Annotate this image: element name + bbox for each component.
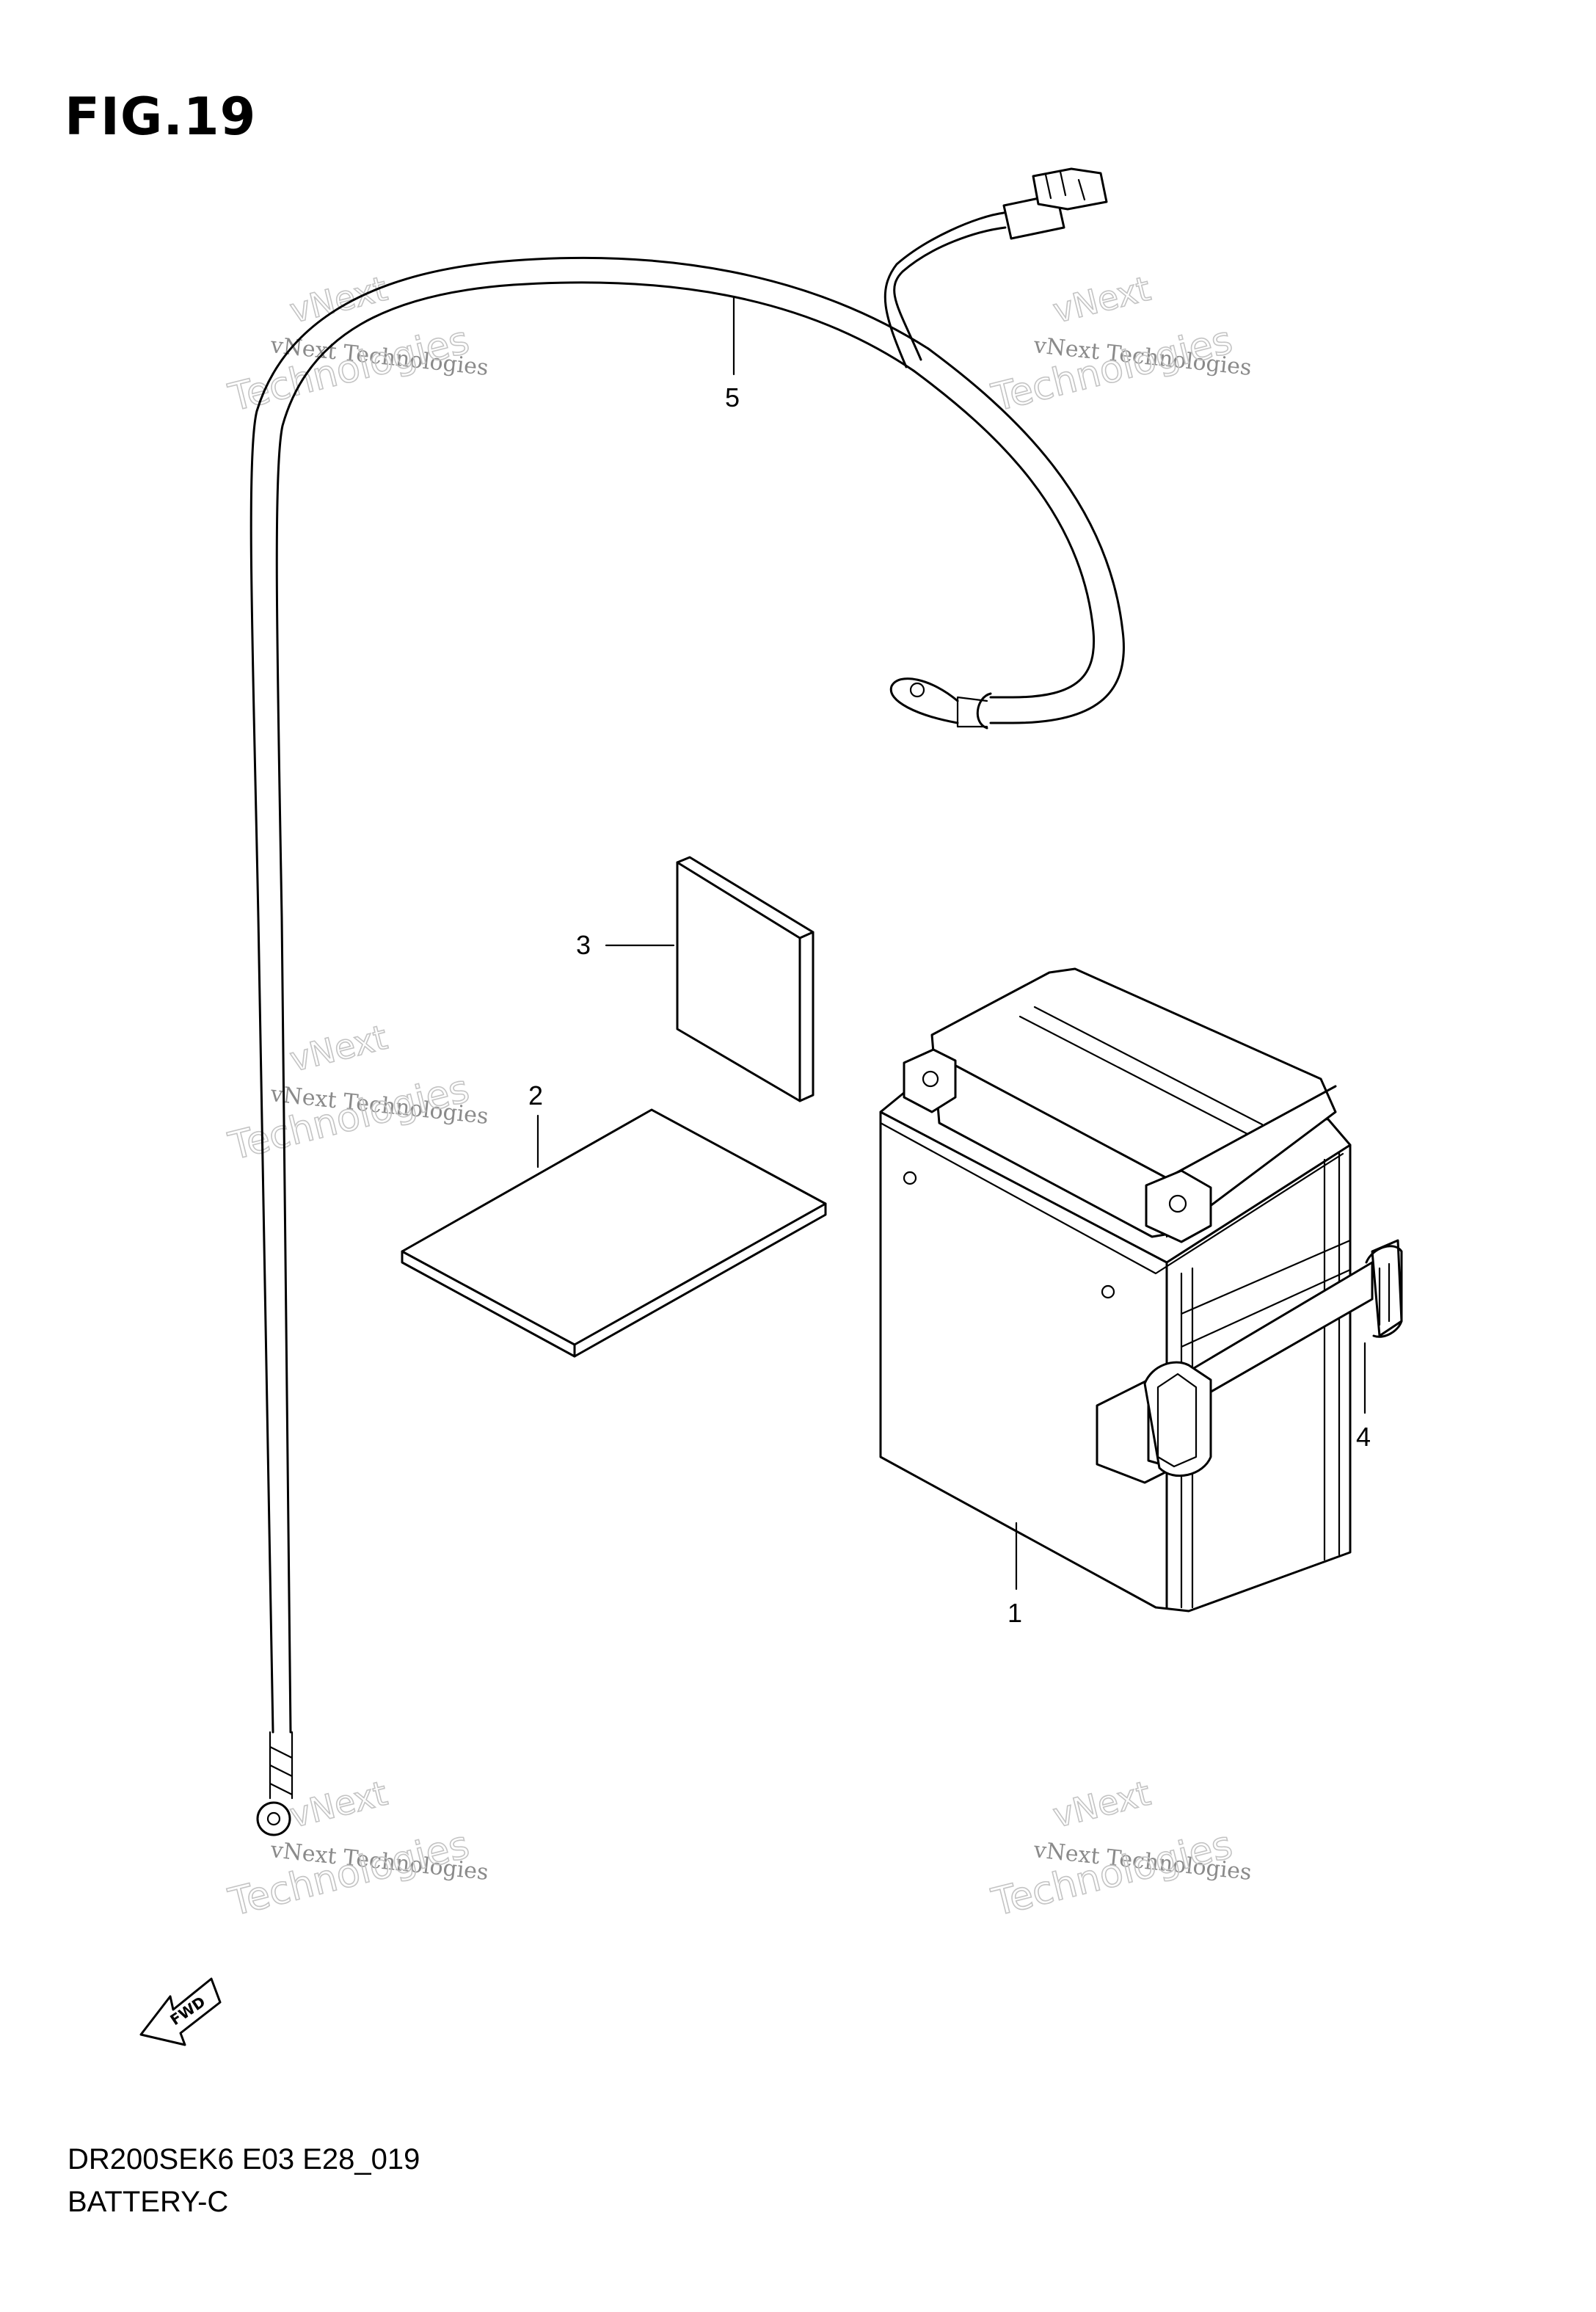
model-code: DR200SEK6 E03 E28_019 [68, 2143, 420, 2175]
watermark-bottom-left: vNext vNext Technologies Technologies [224, 1773, 489, 1926]
callout-1: 1 [1007, 1522, 1022, 1628]
label-plate [676, 856, 815, 1102]
svg-text:Technologies: Technologies [988, 1823, 1237, 1925]
svg-text:Technologies: Technologies [988, 319, 1237, 421]
figure-title: FIG.19 [65, 87, 257, 147]
fwd-arrow-icon: FWD [139, 1977, 222, 2046]
svg-text:vNext: vNext [286, 1017, 391, 1080]
svg-text:2: 2 [528, 1080, 543, 1110]
callout-2: 2 [528, 1080, 543, 1168]
svg-text:1: 1 [1007, 1598, 1022, 1628]
manual-sheet [401, 1108, 827, 1358]
svg-text:Technologies: Technologies [225, 319, 474, 421]
svg-text:4: 4 [1356, 1422, 1371, 1452]
callout-3: 3 [576, 930, 675, 960]
callout-5: 5 [725, 295, 740, 412]
svg-text:vNext: vNext [1049, 269, 1154, 331]
watermark-top-right: vNext vNext Technologies Technologies [987, 268, 1253, 421]
watermark-bottom-right: vNext vNext Technologies Technologies [987, 1773, 1253, 1926]
battery [879, 967, 1352, 1613]
watermark-mid-left: vNext vNext Technologies Technologies [224, 1017, 489, 1170]
svg-text:vNext: vNext [1049, 1773, 1154, 1836]
figure-caption: BATTERY-C [68, 2186, 229, 2218]
svg-text:vNext: vNext [286, 269, 391, 331]
svg-text:3: 3 [576, 930, 591, 960]
svg-text:5: 5 [725, 382, 740, 412]
callout-4: 4 [1356, 1342, 1371, 1452]
watermark-top-left: vNext vNext Technologies Technologies [224, 268, 489, 421]
svg-text:Technologies: Technologies [225, 1823, 474, 1925]
battery-band [1096, 1239, 1403, 1484]
svg-text:vNext: vNext [286, 1773, 391, 1836]
